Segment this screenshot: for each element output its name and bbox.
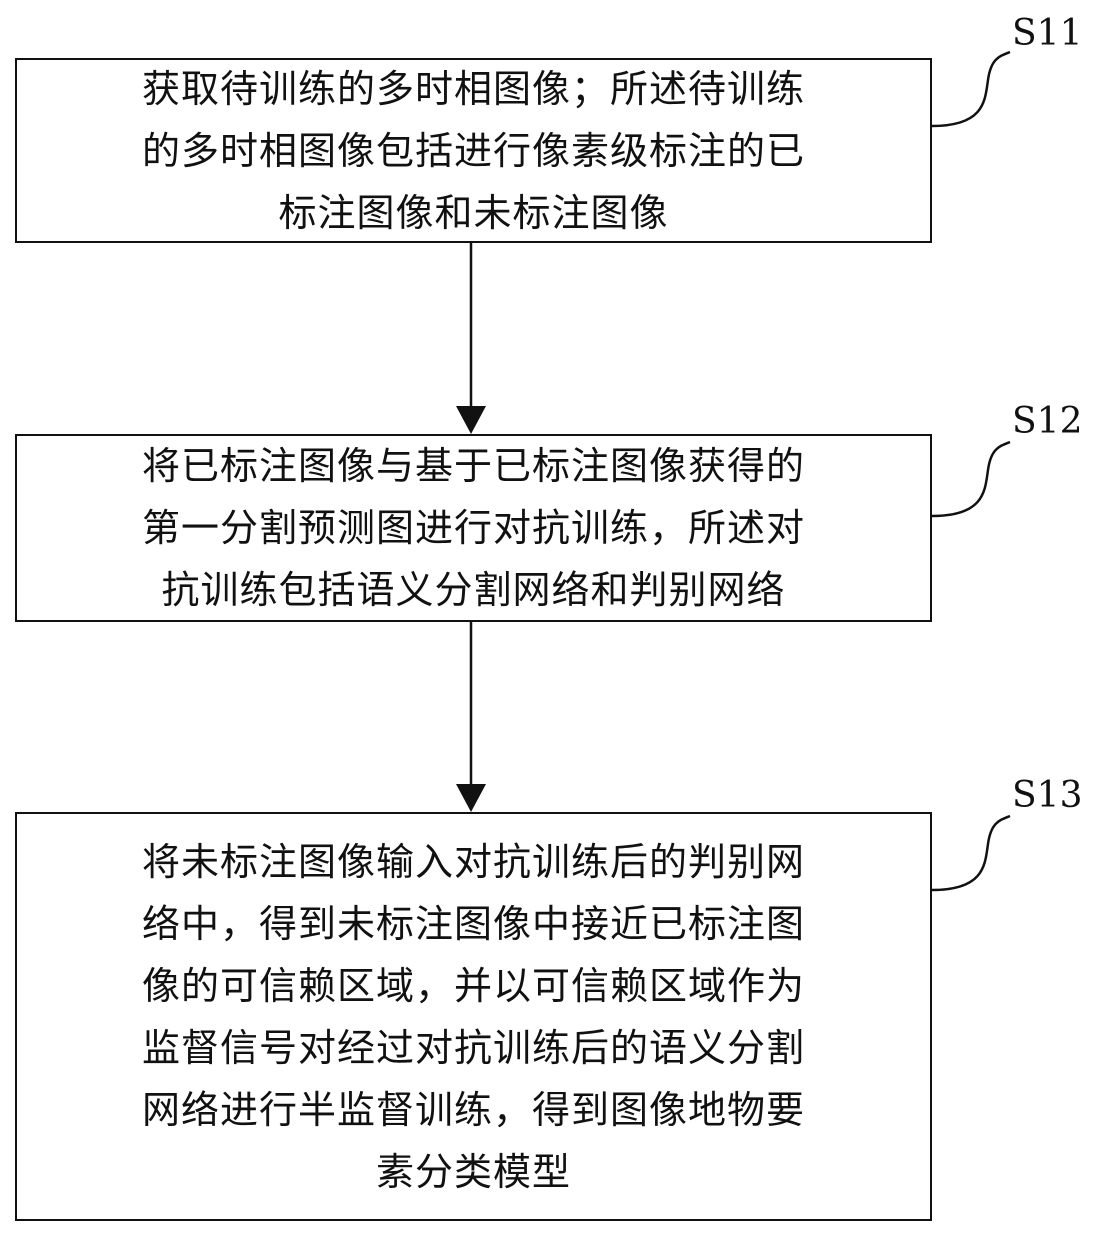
step-box-s13: 将未标注图像输入对抗训练后的判别网 络中，得到未标注图像中接近已标注图 像的可信… [15, 812, 932, 1221]
step-text-s11: 获取待训练的多时相图像；所述待训练 的多时相图像包括进行像素级标注的已 标注图像… [128, 58, 819, 244]
step-line: 网络进行半监督训练，得到图像地物要 [141, 1087, 805, 1132]
step-box-s11: 获取待训练的多时相图像；所述待训练 的多时相图像包括进行像素级标注的已 标注图像… [15, 58, 932, 243]
step-line: 标注图像和未标注图像 [278, 190, 669, 235]
leader-s13 [931, 814, 1011, 892]
step-line: 的多时相图像包括进行像素级标注的已 [141, 128, 805, 173]
step-box-s12: 将已标注图像与基于已标注图像获得的 第一分割预测图进行对抗训练，所述对 抗训练包… [15, 434, 932, 622]
arrow-s11-to-s12-head [456, 406, 486, 434]
step-line: 络中，得到未标注图像中接近已标注图 [141, 901, 805, 946]
step-line: 素分类模型 [375, 1149, 571, 1194]
leader-s11 [931, 50, 1011, 128]
step-line: 第一分割预测图进行对抗训练，所述对 [141, 506, 805, 550]
arrow-s12-to-s13-head [456, 784, 486, 812]
step-line: 将已标注图像与基于已标注图像获得的 [141, 444, 805, 488]
step-label-s12: S12 [1012, 401, 1083, 442]
step-label-s11: S11 [1012, 13, 1083, 54]
step-label-s13: S13 [1012, 775, 1083, 816]
step-text-s12: 将已标注图像与基于已标注图像获得的 第一分割预测图进行对抗训练，所述对 抗训练包… [128, 435, 819, 621]
step-line: 监督信号对经过对抗训练后的语义分割 [141, 1025, 805, 1070]
step-text-s13: 将未标注图像输入对抗训练后的判别网 络中，得到未标注图像中接近已标注图 像的可信… [128, 831, 819, 1203]
step-line: 获取待训练的多时相图像；所述待训练 [141, 66, 805, 111]
leader-s12 [931, 440, 1011, 518]
step-line: 将未标注图像输入对抗训练后的判别网 [141, 839, 805, 884]
step-line: 像的可信赖区域，并以可信赖区域作为 [141, 963, 805, 1008]
step-line: 抗训练包括语义分割网络和判别网络 [161, 568, 786, 612]
